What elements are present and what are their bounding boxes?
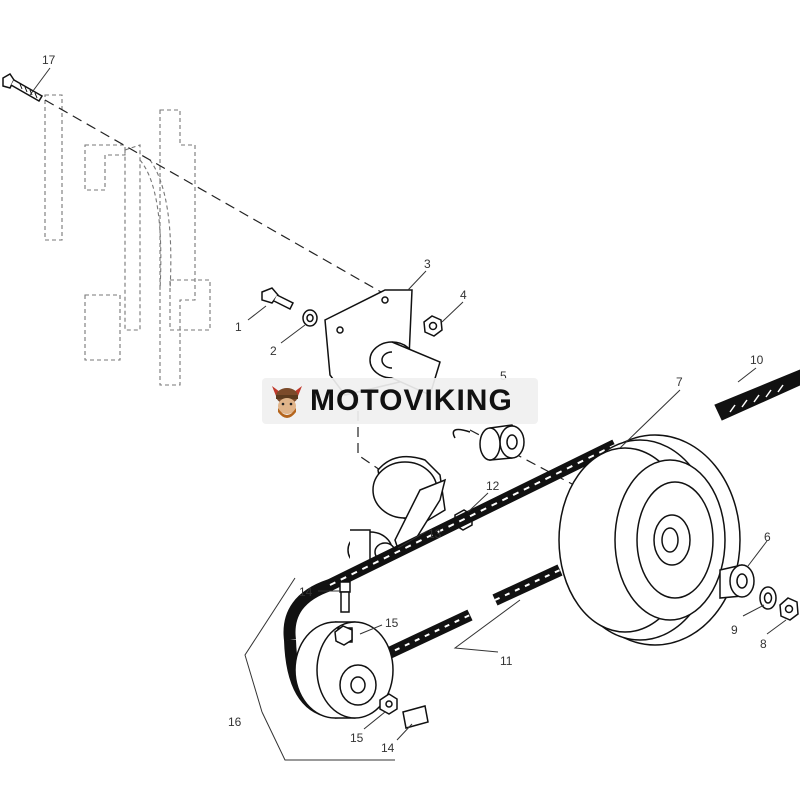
alignment-line-17	[44, 99, 396, 301]
bushing-6	[719, 564, 755, 599]
callout-14-top: 14	[299, 585, 313, 599]
watermark-banner: MOTOVIKING	[262, 378, 538, 424]
callout-8: 8	[760, 637, 767, 651]
callout-12: 12	[486, 479, 500, 493]
callout-10: 10	[750, 353, 764, 367]
callout-17: 17	[42, 53, 56, 67]
watermark-text: MOTOVIKING	[310, 384, 513, 417]
callout-13: 13	[428, 527, 442, 541]
callout-7: 7	[676, 375, 683, 389]
frame-bracket-outline	[44, 94, 211, 386]
callout-2: 2	[270, 344, 277, 358]
screw-1	[261, 287, 295, 311]
callout-6: 6	[764, 530, 771, 544]
set-screw-14-top	[339, 581, 351, 613]
nut-15-top	[334, 625, 353, 646]
set-screw-14-bottom	[402, 705, 429, 729]
callout-16: 16	[228, 715, 242, 729]
nut-8	[779, 597, 799, 621]
callout-15-bottom: 15	[350, 731, 364, 745]
nut-4	[423, 315, 443, 337]
washer-9	[759, 586, 777, 610]
callout-1: 1	[235, 320, 242, 334]
callout-11: 11	[500, 654, 513, 668]
nut-15-bottom	[379, 693, 398, 715]
bushing-5	[452, 424, 525, 461]
viking-head-icon	[272, 386, 302, 418]
leader-lines	[29, 67, 787, 761]
large-pulley-7	[558, 434, 741, 646]
bolt-17	[2, 73, 44, 103]
drive-pulley-16	[294, 621, 394, 719]
idler-arm-13	[347, 455, 447, 571]
callout-9: 9	[731, 623, 738, 637]
callout-15-top: 15	[385, 616, 399, 630]
callout-14-bottom: 14	[381, 741, 395, 755]
callout-3: 3	[424, 257, 431, 271]
belt-section-10	[714, 369, 800, 421]
washer-2	[302, 309, 318, 327]
callout-4: 4	[460, 288, 467, 302]
callout-5: 5	[500, 369, 507, 383]
